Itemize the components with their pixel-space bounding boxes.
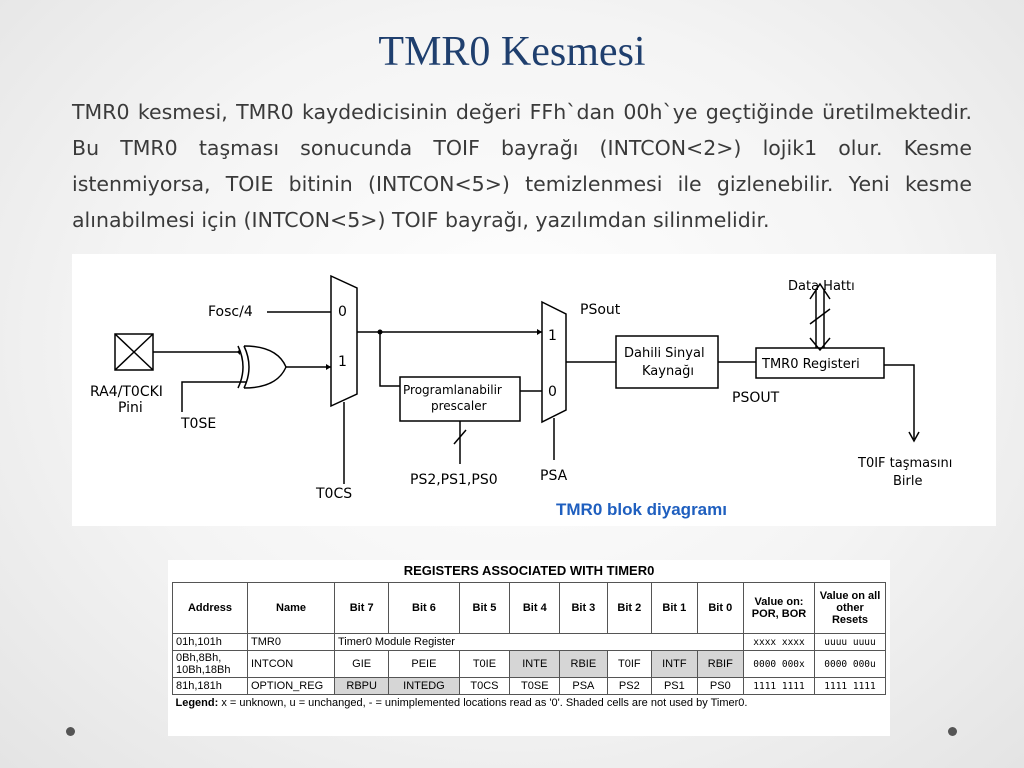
row-address: 0Bh,8Bh, 10Bh,18Bh (172, 650, 248, 678)
legend-label: Legend: (175, 697, 219, 709)
row-address: 81h,181h (172, 677, 248, 695)
row-bit3: RBIE (559, 650, 608, 678)
row-bit7: RBPU (333, 677, 390, 695)
sync-label-line1: Dahili Sinyal (624, 346, 705, 361)
row-value-por: xxxx xxxx (743, 633, 815, 651)
header-bit3: Bit 3 (559, 582, 608, 634)
row-bit6: PEIE (388, 650, 460, 678)
row-value-por: 1111 1111 (743, 677, 815, 695)
pin-label-line2: Pini (118, 400, 143, 416)
row-description: Timer0 Module Register (334, 633, 744, 651)
row-name: OPTION_REG (247, 677, 335, 695)
row-value-por: 0000 000x (743, 650, 815, 678)
sync-label-line2: Kaynağı (642, 364, 694, 379)
tmr0-block-diagram: Fosc/4 RA4/T0CKI Pini T0SE T0CS 0 1 Prog… (72, 254, 996, 526)
mux1-input0: 0 (338, 304, 347, 320)
row-bit7: GIE (333, 650, 390, 678)
psout-bottom-label: PSOUT (732, 390, 780, 406)
header-bit0: Bit 0 (696, 582, 745, 634)
row-bit1: INTF (651, 650, 698, 678)
row-value-other: 1111 1111 (814, 677, 886, 695)
header-address: Address (172, 582, 248, 634)
table-row: 01h,101h TMR0 Timer0 Module Register xxx… (172, 633, 886, 651)
row-address: 01h,101h (172, 633, 248, 651)
table-header-row: Address Name Bit 7 Bit 6 Bit 5 Bit 4 Bit… (172, 582, 886, 634)
header-bit7: Bit 7 (333, 582, 390, 634)
header-value-por: Value on: POR, BOR (743, 582, 815, 634)
diagram-caption: TMR0 blok diyagramı (556, 500, 727, 519)
header-value-other: Value on all other Resets (814, 582, 886, 634)
fosc-label: Fosc/4 (208, 304, 253, 320)
table-row: 0Bh,8Bh, 10Bh,18Bh INTCON GIE PEIE T0IE … (172, 650, 886, 678)
header-bit5: Bit 5 (458, 582, 511, 634)
slide-decoration-dot-left (66, 727, 75, 736)
table-legend: Legend: x = unknown, u = unchanged, - = … (172, 694, 886, 711)
header-bit2: Bit 2 (606, 582, 653, 634)
timer0-register-table-panel: REGISTERS ASSOCIATED WITH TIMER0 Address… (168, 560, 890, 736)
slide-decoration-dot-right (948, 727, 957, 736)
mux1-input1: 1 (338, 354, 347, 370)
row-name: TMR0 (247, 633, 335, 651)
mux2-input1: 1 (548, 328, 557, 344)
overflow-label-line1: T0IF taşmasını (857, 456, 952, 471)
row-bit4: T0SE (509, 677, 561, 695)
pin-label-line1: RA4/T0CKI (90, 384, 163, 400)
psa-label: PSA (540, 468, 568, 484)
slide-title: TMR0 Kesmesi (378, 29, 646, 75)
row-bit4: INTE (509, 650, 561, 678)
row-bit2: PS2 (606, 677, 653, 695)
header-name: Name (247, 582, 335, 634)
tose-label: T0SE (180, 416, 216, 432)
table-legend-row: Legend: x = unknown, u = unchanged, - = … (172, 694, 886, 711)
row-bit3: PSA (559, 677, 608, 695)
timer0-register-table: Address Name Bit 7 Bit 6 Bit 5 Bit 4 Bit… (172, 582, 886, 711)
table-row: 81h,181h OPTION_REG RBPU INTEDG T0CS T0S… (172, 677, 886, 695)
tmr0-register-label: TMR0 Registeri (761, 357, 860, 372)
psout-top-label: PSout (580, 302, 621, 318)
row-bit0: RBIF (696, 650, 745, 678)
data-bus-label: Data Hattı (788, 279, 855, 294)
header-bit4: Bit 4 (509, 582, 561, 634)
row-value-other: 0000 000u (814, 650, 886, 678)
row-name: INTCON (247, 650, 335, 678)
slide-body-text: TMR0 kesmesi, TMR0 kaydedicisinin değeri… (72, 100, 972, 232)
mux2-input0: 0 (548, 384, 557, 400)
row-bit0: PS0 (696, 677, 745, 695)
ps-bits-label: PS2,PS1,PS0 (410, 472, 498, 488)
overflow-label-line2: Birle (893, 474, 923, 489)
table-title: REGISTERS ASSOCIATED WITH TIMER0 (403, 563, 655, 578)
row-bit2: T0IF (606, 650, 653, 678)
header-bit6: Bit 6 (388, 582, 460, 634)
prescaler-label-line1: Programlanabilir (403, 383, 502, 397)
header-bit1: Bit 1 (651, 582, 698, 634)
row-bit5: T0CS (458, 677, 511, 695)
row-bit5: T0IE (458, 650, 511, 678)
prescaler-label-line2: prescaler (431, 399, 487, 413)
tocs-label: T0CS (315, 486, 352, 502)
row-bit1: PS1 (651, 677, 698, 695)
row-bit6: INTEDG (388, 677, 460, 695)
legend-text: x = unknown, u = unchanged, - = unimplem… (221, 697, 748, 709)
row-value-other: uuuu uuuu (814, 633, 886, 651)
